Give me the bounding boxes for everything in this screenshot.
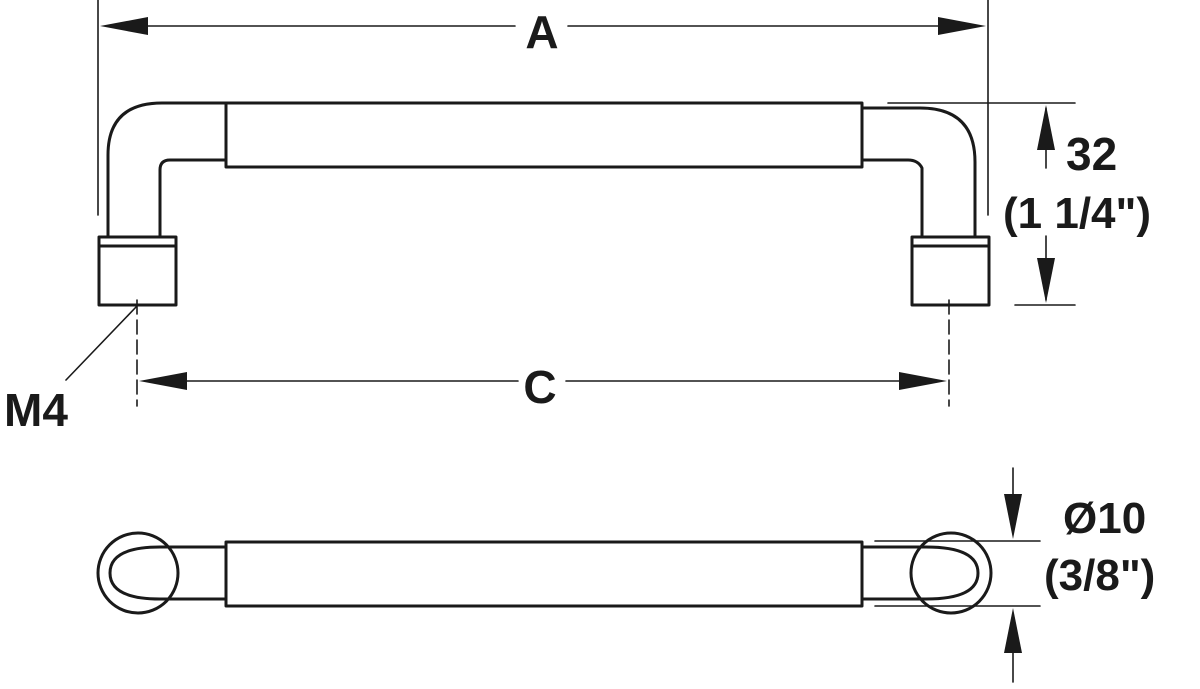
right-leg-outer (860, 106, 977, 239)
diameter-value: Ø10 (1063, 494, 1146, 543)
diameter-imperial: (3/8") (1044, 551, 1155, 600)
projection-value: 32 (1066, 128, 1117, 180)
leader-line (65, 305, 138, 381)
arrow-left-icon (139, 372, 187, 390)
front-view: A C (4, 0, 1151, 436)
grip-bar-top (224, 540, 864, 608)
dimension-label-a: A (525, 6, 558, 58)
right-end-cap-inner (924, 545, 980, 601)
arrow-up-icon (1037, 105, 1055, 150)
left-end-cap-outer (96, 531, 180, 615)
dimension-projection: 32 (1 1/4") (887, 102, 1151, 306)
dimension-c: C (139, 361, 947, 413)
arrow-right-icon (899, 372, 947, 390)
arrow-right-icon (938, 17, 986, 35)
arrow-left-icon (100, 17, 148, 35)
left-leg-inner (158, 158, 228, 239)
thread-label: M4 (4, 384, 68, 436)
dimension-label-c: C (523, 361, 556, 413)
dimension-a: A (97, 0, 989, 216)
thread-callout: M4 (4, 305, 138, 436)
arrow-down-icon (1004, 494, 1022, 539)
left-leg-outer (106, 101, 228, 239)
grip-bar (224, 101, 864, 169)
top-view: Ø10 (3/8") (96, 467, 1155, 683)
projection-imperial: (1 1/4") (1003, 189, 1151, 238)
right-end-cap-outer (909, 531, 993, 615)
right-leg-inner (860, 158, 924, 239)
arrow-up-icon (1004, 608, 1022, 653)
left-end-cap-inner (108, 545, 162, 601)
handle-front-outline (97, 101, 991, 307)
right-foot (910, 235, 991, 307)
arrow-down-icon (1037, 258, 1055, 303)
dimension-diameter: Ø10 (3/8") (874, 467, 1155, 683)
